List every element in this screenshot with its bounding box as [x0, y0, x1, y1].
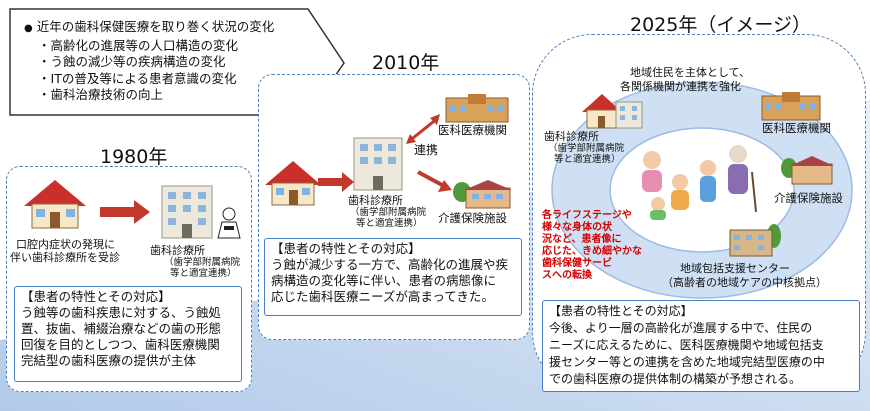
clinic-sub-line: （歯学部附属病院 [350, 207, 427, 218]
callout-item: 高齢化の進展等の人口構造の変化 [24, 38, 274, 55]
red-note-line: スへの転換 [542, 270, 592, 281]
clinic-sub-line: 等と適宜連携） [356, 218, 423, 229]
double-arrow-icon [406, 114, 440, 144]
house-icon [582, 94, 622, 129]
clinic-label: 歯科診療所 [544, 130, 599, 143]
center-label-line: （高齢者の地域ケアの中核拠点） [662, 276, 827, 289]
box-line: う蝕が減少する一方で、高齢化の進展や疾 [271, 257, 509, 272]
clinic-building-icon [353, 137, 403, 191]
arrow-down-right-icon [417, 170, 452, 192]
era-2010-characteristics-box: 【患者の特性とその対応】 う蝕が減少する一方で、高齢化の進展や疾 病構造の変化等… [264, 238, 522, 316]
red-note-line: 各ライフステージや [542, 210, 632, 221]
box-title: 【患者の特性とその対応】 [549, 304, 693, 318]
hospital-label: 医科医療機関 [438, 123, 507, 137]
era-2025-title: 2025年（イメージ） [630, 14, 811, 36]
era-2025-characteristics-box: 【患者の特性とその対応】 今後、より一層の高齢化が進展する中で、住民の ニーズに… [542, 300, 860, 392]
red-note-line: 様々な身体の状 [542, 222, 612, 233]
clinic-building-icon [161, 185, 213, 239]
callout-item: う蝕の減少等の疾病構造の変化 [24, 54, 274, 71]
callout-item: ITの普及等による患者意識の変化 [24, 71, 274, 88]
hospital-icon [445, 94, 509, 123]
era-1980-characteristics-box: 【患者の特性とその対応】 う蝕等の歯科疾患に対する、う蝕処 置、抜歯、補綴治療な… [14, 286, 242, 382]
box-line: 援センター等との連携を含めた地域完結型医療の中 [549, 355, 825, 369]
clinic-sub-line: （歯学部附属病院 [548, 143, 625, 154]
clinic-sub-line: 等と適宜連携） [170, 268, 237, 279]
red-note-line: 況など、患者像に [542, 234, 622, 245]
red-note-line: 応じた、きめ細やかな [542, 246, 642, 257]
community-center-icon [729, 224, 781, 257]
box-title: 【患者の特性とその対応】 [271, 241, 421, 256]
clinic-sub-line: 等と適宜連携） [554, 154, 621, 165]
care-facility-label: 介護保険施設 [438, 211, 507, 225]
care-facility-icon [453, 180, 512, 209]
arrow-right-icon [318, 172, 354, 192]
box-line: う蝕等の歯科疾患に対する、う蝕処 [21, 305, 222, 320]
box-line: での歯科医療の提供体制の構築が予想される。 [549, 372, 802, 386]
box-line: 回復を目的としつつ、歯科医療機関 [21, 337, 220, 352]
clinic-label: 歯科診療所 [150, 244, 205, 257]
center-label-line: 地域包括支援センター [680, 262, 790, 275]
care-facility-label: 介護保険施設 [774, 191, 843, 205]
arrow-right-icon [100, 200, 150, 224]
people-illustration [642, 145, 757, 220]
clinic-sub-line: （歯学部附属病院 [164, 257, 241, 268]
link-label: 連携 [414, 143, 439, 157]
community-label-line: 各関係機関が連携を強化 [620, 80, 741, 93]
clinic-label: 歯科診療所 [348, 194, 403, 207]
house-icon [265, 161, 321, 206]
box-line: 応じた歯科医療ニーズが高まってきた。 [271, 289, 494, 304]
hospital-icon [761, 92, 821, 121]
box-line: 置、抜歯、補綴治療などの歯の形態 [21, 321, 222, 336]
era-2010-title: 2010年 [372, 52, 440, 74]
trend-callout: 近年の歯科保健医療を取り巻く状況の変化 高齢化の進展等の人口構造の変化 う蝕の減… [8, 7, 345, 117]
callout-item: 歯科治療技術の向上 [24, 87, 274, 104]
house-label-line: 口腔内症状の発現に [16, 238, 115, 251]
box-line: 今後、より一層の高齢化が進展する中で、住民の [549, 321, 813, 335]
box-line: 完結型の歯科医療の提供が主体 [21, 353, 197, 368]
box-line: ニーズに応えるために、医科医療機関や地域包括支 [549, 338, 824, 352]
hospital-label: 医科医療機関 [762, 121, 831, 135]
box-title: 【患者の特性とその対応】 [21, 289, 171, 304]
care-facility-icon [781, 156, 834, 185]
community-label-line: 地域住民を主体として、 [630, 66, 751, 79]
callout-heading: 近年の歯科保健医療を取り巻く状況の変化 [24, 19, 275, 38]
dentist-icon [217, 207, 241, 239]
era-1980-title: 1980年 [100, 146, 168, 168]
red-note-line: 歯科保健サービ [542, 258, 612, 269]
box-line: 病構造の変化等に伴い、患者の病態像に [271, 273, 497, 288]
clinic-building-icon [615, 101, 643, 129]
house-icon [24, 180, 86, 229]
house-label-line: 伴い歯科診療所を受診 [10, 251, 120, 264]
